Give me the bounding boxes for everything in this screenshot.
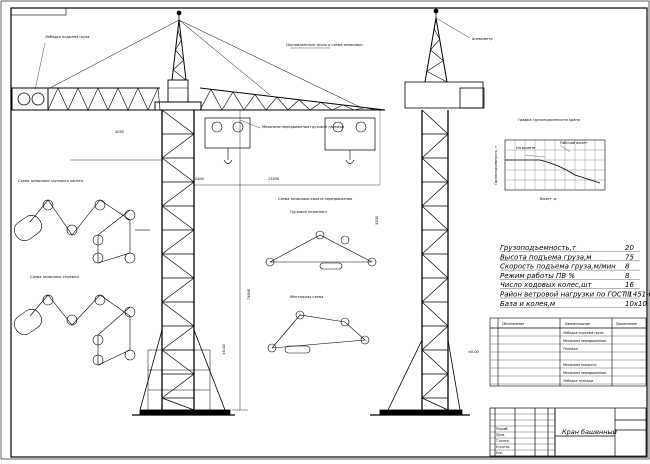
title-block-role: Т.контр.: [496, 439, 510, 443]
rope-diagram-3: [265, 230, 377, 270]
title-block-title: Кран башенный: [562, 428, 617, 436]
spec-header-code: Обозначение: [502, 322, 524, 326]
dim-text-1: 4050: [115, 130, 125, 134]
leaders-left: [34, 42, 330, 129]
rope-diagram-2: [14, 294, 136, 366]
spec-label: Район ветровой нагрузки по ГОСТ 1451-65: [500, 291, 650, 299]
spec-header-note: Примечание: [616, 322, 637, 326]
crane-elevation-left: [11, 10, 386, 416]
title-block-role: Утв.: [496, 451, 503, 455]
annot-boom-text: Противовесные тросы и схема запасовки: [286, 43, 363, 47]
spec-value: III: [625, 291, 631, 299]
chart-y-label: Грузоподъемность, т: [494, 145, 498, 185]
diagram1-label: Схема запасовки грузового каната: [18, 179, 83, 183]
rope-diagram-1: [14, 199, 150, 264]
spec-table: [489, 317, 647, 387]
title-block-role: Н.контр.: [496, 445, 510, 449]
diagram5-label: Монтажная схема: [290, 295, 323, 299]
spec-value: 16: [625, 281, 634, 289]
spec-label: Скорость подъема груза,м/мин: [500, 263, 616, 271]
crane-elevation-right: [370, 8, 485, 416]
chart-x-label: Вылет, м: [540, 197, 557, 201]
dim-text-7: ±0.00: [468, 350, 479, 354]
spec-label: Грузоподъемность,т: [500, 244, 577, 252]
chart-series-1: На вылете: [516, 146, 535, 150]
dim-text-5: 3200: [375, 215, 379, 225]
spec-value: 8: [625, 263, 630, 271]
title-block-roles: Разраб. Пров. Т.контр. Н.контр. Утв.: [496, 427, 510, 455]
spec-row-name: Механизм поворота: [563, 363, 597, 367]
load-chart: [504, 139, 606, 191]
chart-series-2: Рабочий вылет: [560, 141, 589, 145]
annot-trolley-text: Механизм передвижения грузовой тележки: [262, 125, 345, 129]
title-block-role: Пров.: [496, 433, 505, 437]
dim-text-3: 13200: [268, 177, 280, 181]
diagram4-label: Грузовой полиспаст: [290, 210, 328, 214]
diagram2-label: Схема запасовки тележки: [30, 275, 79, 279]
inner-frame: [10, 7, 648, 458]
spec-row-name: Лебедка подъема груза: [562, 331, 603, 335]
corner-stamp: [10, 7, 67, 16]
dim-text-4: 74840: [247, 288, 251, 300]
title-block-role: Разраб.: [496, 427, 509, 431]
spec-row-name: Лебедка тележки: [562, 379, 593, 383]
spec-label: База и колея,м: [500, 300, 556, 308]
title-block: [489, 407, 647, 457]
spec-header-name: Наименование: [565, 322, 590, 326]
spec-value: 75: [625, 253, 634, 261]
spec-value: 10x10: [625, 300, 648, 308]
spec-value: 20: [625, 244, 634, 252]
chart-title: График грузоподъемности крана: [518, 118, 580, 122]
spec-label: Режим работы ПВ %: [500, 272, 575, 280]
dim-text-6: ±0.00: [222, 344, 226, 355]
spec-row-name: Механизм передвижения: [563, 371, 606, 375]
spec-row-name: Тележка: [563, 347, 578, 351]
spec-value: 8: [625, 272, 630, 280]
spec-row-name: Механизм передвижения: [563, 339, 606, 343]
diagram3-label: Схема запасовки каната передвижения: [278, 197, 352, 201]
annot-anemometer: Анемометр: [471, 37, 493, 41]
annot-left-text: Лебедка подъема груза: [44, 35, 89, 39]
spec-label: Высота подъема груза,м: [500, 253, 592, 261]
rope-diagram-4: [267, 310, 370, 354]
spec-label: Число ходовых колес,шт: [500, 281, 593, 289]
dim-text-2: 2400: [195, 177, 205, 181]
